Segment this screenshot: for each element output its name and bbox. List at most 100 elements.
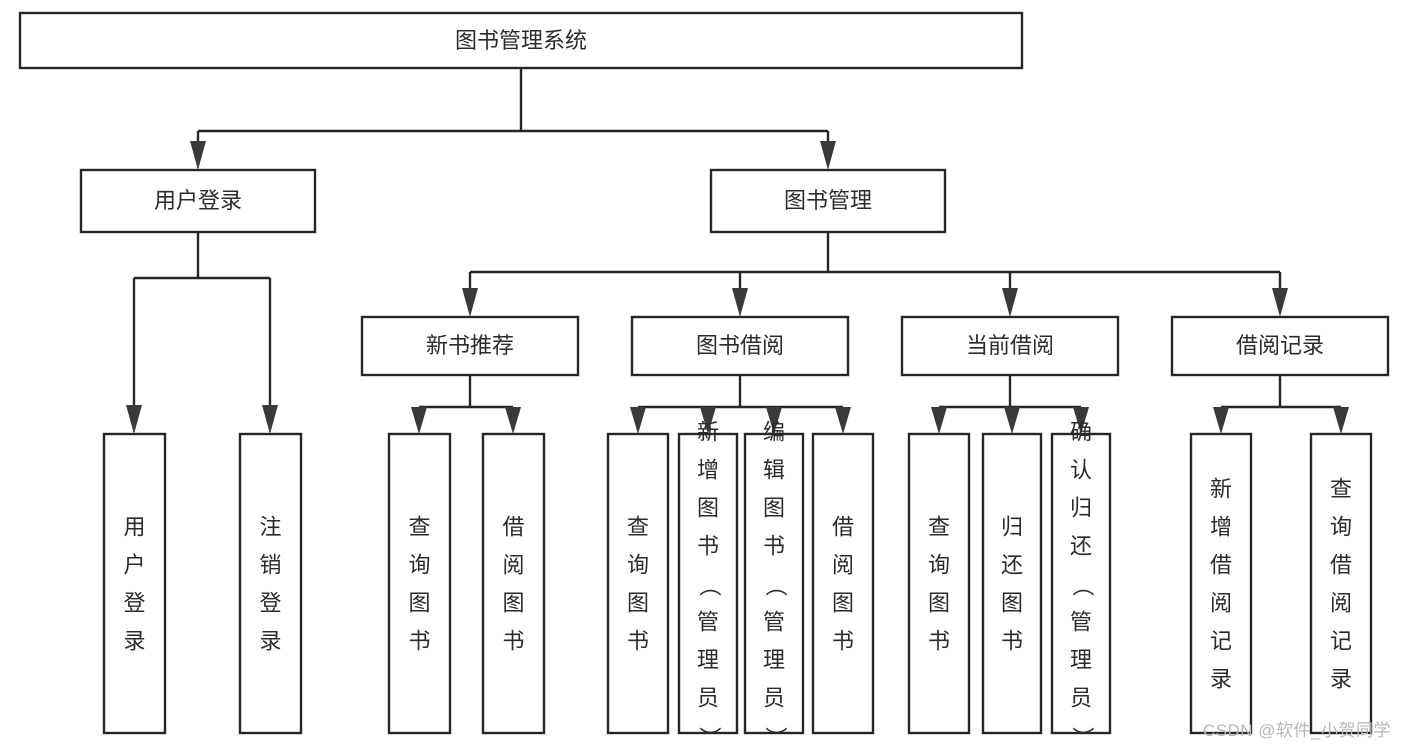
node-leaf-borrow-book-2[interactable] (811, 432, 875, 735)
node-leaf-add-borrow-record-box[interactable] (1189, 432, 1253, 735)
glyph: 查 (408, 515, 430, 540)
arrow-head-leaf-query-book-3 (931, 407, 947, 434)
node-leaf-query-borrow-record[interactable] (1309, 432, 1373, 735)
glyph: 注 (259, 515, 281, 540)
glyph: 阅 (1330, 591, 1352, 616)
node-leaf-edit-book-admin-box[interactable] (743, 432, 805, 735)
glyph: 归 (1070, 496, 1092, 521)
connector-group-book-borrow-to-leaves (630, 375, 851, 434)
node-leaf-query-borrow-record-box[interactable] (1309, 432, 1373, 735)
glyph: ） (1070, 726, 1095, 747)
glyph: 图 (928, 591, 950, 616)
glyph: ） (763, 726, 788, 747)
node-leaf-edit-book-admin[interactable] (743, 432, 805, 735)
watermark-text: CSDN @软件_小贺同学 (1202, 721, 1391, 740)
glyph: 录 (259, 629, 281, 654)
node-book-borrow[interactable]: 图书借阅 (630, 315, 850, 377)
node-borrow-record[interactable]: 借阅记录 (1170, 315, 1390, 377)
node-user-login[interactable]: 用户登录 (79, 168, 317, 234)
node-new-book-recommend-box[interactable] (360, 315, 580, 377)
node-leaf-confirm-return-admin-box[interactable] (1050, 432, 1112, 735)
node-borrow-record-box[interactable] (1170, 315, 1390, 377)
arrow-head-borrow-record (1272, 288, 1288, 317)
node-book-manage-box[interactable] (709, 168, 947, 234)
glyph: 理 (763, 648, 785, 673)
glyph: 阅 (1210, 591, 1232, 616)
connector-group-user-login-to-leaves (126, 232, 278, 434)
glyph: （ (697, 574, 722, 596)
node-leaf-borrow-book-1-box[interactable] (481, 432, 546, 735)
glyph: 书 (832, 629, 854, 654)
node-root-box[interactable] (18, 11, 1024, 70)
node-leaf-user-login-box[interactable] (102, 432, 167, 735)
node-book-manage[interactable]: 图书管理 (709, 168, 947, 234)
node-leaf-add-book-admin[interactable] (677, 432, 739, 735)
arrow-head-leaf-return-book (1004, 407, 1020, 434)
glyph: 阅 (502, 553, 524, 578)
connector-group-book-manage-to-level2 (462, 232, 1288, 317)
node-borrow-record-label: 借阅记录 (1236, 333, 1324, 358)
node-leaf-query-book-1-box[interactable] (387, 432, 452, 735)
glyph: 记 (1210, 629, 1232, 654)
node-new-book-recommend[interactable]: 新书推荐 (360, 315, 580, 377)
node-root-label: 图书管理系统 (455, 28, 587, 53)
glyph: 书 (763, 534, 785, 559)
glyph: 管 (697, 610, 719, 635)
node-leaf-logout-login[interactable] (238, 432, 303, 735)
node-book-borrow-box[interactable] (630, 315, 850, 377)
glyph: 新 (1210, 477, 1232, 502)
node-leaf-query-book-1[interactable] (387, 432, 452, 735)
node-leaf-borrow-book-1[interactable] (481, 432, 546, 735)
glyph: 确 (1070, 420, 1092, 445)
glyph: 查 (1330, 477, 1352, 502)
connector-group-borrow-record-to-leaves (1213, 375, 1349, 434)
node-leaf-user-login[interactable] (102, 432, 167, 735)
glyph: 销 (259, 553, 281, 578)
node-leaf-query-book-2-box[interactable] (606, 432, 670, 735)
glyph: 阅 (832, 553, 854, 578)
node-current-borrow-box[interactable] (900, 315, 1120, 377)
node-leaf-query-book-3[interactable] (907, 432, 971, 735)
node-current-borrow[interactable]: 当前借阅 (900, 315, 1120, 377)
node-book-manage-label: 图书管理 (784, 188, 872, 213)
glyph: 登 (123, 591, 145, 616)
node-leaf-add-book-admin-box[interactable] (677, 432, 739, 735)
glyph: 图 (697, 496, 719, 521)
connector-group-root-to-level1 (190, 68, 836, 170)
glyph: 登 (259, 591, 281, 616)
glyph: 图 (408, 591, 430, 616)
glyph: 理 (1070, 648, 1092, 673)
glyph: 管 (763, 610, 785, 635)
arrow-head-leaf-add-borrow-record (1213, 407, 1229, 434)
glyph: 增 (1210, 515, 1232, 540)
node-leaf-query-book-3-box[interactable] (907, 432, 971, 735)
glyph: 询 (928, 553, 950, 578)
node-leaf-add-borrow-record[interactable] (1189, 432, 1253, 735)
node-leaf-borrow-book-2-box[interactable] (811, 432, 875, 735)
glyph: 管 (1070, 610, 1092, 635)
glyph: 还 (1001, 553, 1023, 578)
glyph: （ (1070, 574, 1095, 596)
node-leaf-confirm-return-admin[interactable] (1050, 432, 1112, 735)
node-book-borrow-label: 图书借阅 (696, 333, 784, 358)
glyph: 辑 (763, 458, 785, 483)
glyph: 询 (627, 553, 649, 578)
node-user-login-box[interactable] (79, 168, 317, 234)
node-root[interactable]: 图书管理系统 (18, 11, 1024, 70)
node-leaf-return-book-box[interactable] (981, 432, 1043, 735)
node-leaf-logout-login-box[interactable] (238, 432, 303, 735)
glyph: 询 (408, 553, 430, 578)
node-leaf-query-book-2[interactable] (606, 432, 670, 735)
node-leaf-return-book[interactable] (981, 432, 1043, 735)
glyph: 书 (627, 629, 649, 654)
glyph: 员 (763, 686, 785, 711)
arrow-head-current-borrow (1002, 288, 1018, 317)
